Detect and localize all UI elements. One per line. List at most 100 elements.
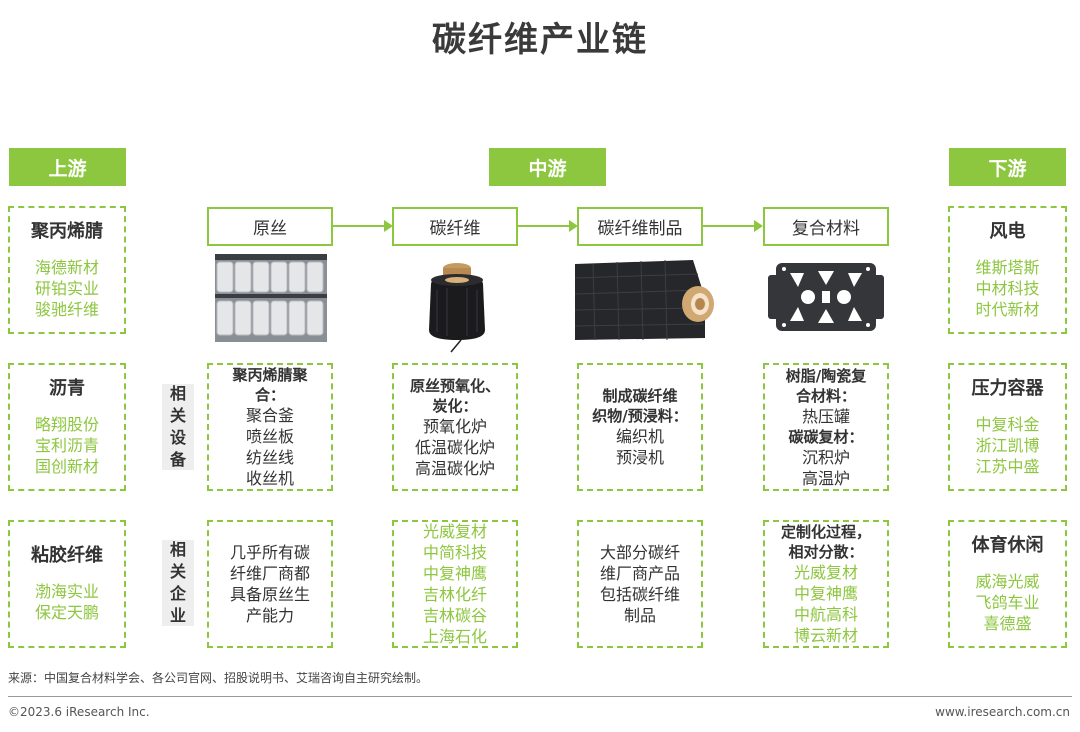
companies-heading: 相对分散： xyxy=(788,543,864,561)
row-label-char: 相 xyxy=(169,540,186,559)
equipment-item: 收丝机 xyxy=(245,469,294,488)
carbon-fiber-fabric-image xyxy=(573,258,718,342)
downstream-company: 维斯塔斯 xyxy=(975,257,1040,277)
footer-divider xyxy=(8,696,1072,697)
upstream-box-pan: 聚丙烯腈 海德新材 研铂实业 骏驰纤维 xyxy=(8,206,126,334)
companies-box-products: 大部分碳纤 维厂商产品 包括碳纤维 制品 xyxy=(577,520,703,648)
upstream-company: 研铂实业 xyxy=(34,278,99,298)
copyright: ©2023.6 iResearch Inc. xyxy=(8,705,150,719)
row-label-char: 关 xyxy=(169,406,186,425)
upstream-box-viscose: 粘胶纤维 渤海实业 保定天鹏 xyxy=(8,520,126,648)
company-name: 中复神鹰 xyxy=(793,584,858,603)
company-name: 中复神鹰 xyxy=(422,564,487,583)
companies-box-carbon-fiber: 光威复材 中简科技 中复神鹰 吉林化纤 吉林碳谷 上海石化 xyxy=(392,520,518,648)
flow-arrow xyxy=(518,220,578,232)
process-yuansi: 原丝 xyxy=(207,207,333,246)
process-composites: 复合材料 xyxy=(763,207,889,246)
downstream-box-wind: 风电 维斯塔斯 中材科技 时代新材 xyxy=(948,206,1067,334)
equipment-item: 高温炉 xyxy=(801,468,850,488)
companies-heading: 定制化过程， xyxy=(780,523,871,541)
downstream-name: 压力容器 xyxy=(971,377,1044,399)
companies-text: 几乎所有碳 xyxy=(229,543,310,562)
equipment-box-composites: 树脂/陶瓷复 合材料： 热压罐 碳碳复材： 沉积炉 高温炉 xyxy=(763,363,889,491)
downstream-company: 时代新材 xyxy=(975,299,1040,319)
stage-midstream: 中游 xyxy=(489,148,606,186)
companies-box-composites: 定制化过程， 相对分散： 光威复材 中复神鹰 中航高科 博云新材 xyxy=(763,520,889,648)
row-label-char: 设 xyxy=(169,428,186,447)
stage-downstream: 下游 xyxy=(949,148,1066,186)
company-name: 中航高科 xyxy=(793,605,858,624)
equipment-box-carbon-fiber: 原丝预氧化、 炭化： 预氧化炉 低温碳化炉 高温碳化炉 xyxy=(392,363,518,491)
companies-text: 大部分碳纤 xyxy=(599,543,680,562)
equipment-item: 纺丝线 xyxy=(245,448,294,467)
equipment-heading: 合： xyxy=(254,386,285,404)
downstream-company: 浙江凯博 xyxy=(975,435,1040,455)
companies-text: 包括碳纤维 xyxy=(599,585,680,604)
page-title: 碳纤维产业链 xyxy=(432,20,648,60)
equipment-heading: 原丝预氧化、 xyxy=(409,376,500,395)
downstream-box-sports: 体育休闲 威海光威 飞鸽车业 喜德盛 xyxy=(948,520,1067,648)
equipment-item: 编织机 xyxy=(615,427,664,446)
upstream-company: 宝利沥青 xyxy=(34,435,99,455)
equipment-item: 预氧化炉 xyxy=(422,416,487,436)
source-footnote: 来源：中国复合材料学会、各公司官网、招股说明书、艾瑞咨询自主研究绘制。 xyxy=(8,671,429,685)
company-name: 吉林化纤 xyxy=(422,585,487,604)
downstream-box-pressure: 压力容器 中复科金 浙江凯博 江苏中盛 xyxy=(948,363,1067,491)
process-carbon-fiber-products: 碳纤维制品 xyxy=(577,207,703,246)
precursor-spools-image xyxy=(215,254,327,342)
upstream-company: 海德新材 xyxy=(34,257,99,277)
row-label-char: 相 xyxy=(169,384,186,403)
company-name: 中简科技 xyxy=(422,543,487,562)
company-name: 吉林碳谷 xyxy=(422,606,487,625)
upstream-company: 保定天鹏 xyxy=(34,603,99,622)
equipment-item: 沉积炉 xyxy=(801,447,850,467)
upstream-name: 沥青 xyxy=(49,377,85,399)
upstream-name: 粘胶纤维 xyxy=(31,545,103,566)
equipment-heading: 织物/预浸料： xyxy=(592,407,688,425)
carbon-fiber-spool-image xyxy=(429,263,485,353)
upstream-box-pitch: 沥青 略翔股份 宝利沥青 国创新材 xyxy=(8,363,126,491)
equipment-box-products: 制成碳纤维 织物/预浸料： 编织机 预浸机 xyxy=(577,363,703,491)
website-link[interactable]: www.iresearch.com.cn xyxy=(935,705,1070,719)
equipment-heading: 炭化： xyxy=(432,396,478,415)
downstream-company: 江苏中盛 xyxy=(975,456,1040,476)
row-label-char: 关 xyxy=(169,562,186,581)
equipment-item: 高温碳化炉 xyxy=(414,458,495,478)
equipment-item: 热压罐 xyxy=(801,406,850,426)
composite-part-image xyxy=(768,263,884,331)
flow-arrow xyxy=(333,220,393,232)
downstream-company: 喜德盛 xyxy=(983,613,1032,633)
equipment-heading: 制成碳纤维 xyxy=(602,387,678,405)
row-label-char: 业 xyxy=(169,606,186,625)
company-name: 博云新材 xyxy=(793,626,858,645)
upstream-company: 国创新材 xyxy=(34,456,99,476)
companies-text: 产能力 xyxy=(245,606,294,625)
equipment-item: 聚合釜 xyxy=(245,406,294,425)
downstream-company: 威海光威 xyxy=(975,571,1040,591)
companies-text: 纤维厂商都 xyxy=(229,564,310,583)
stage-upstream: 上游 xyxy=(9,148,126,186)
companies-text: 具备原丝生 xyxy=(229,585,310,604)
upstream-company: 骏驰纤维 xyxy=(34,299,99,319)
equipment-box-yuansi: 聚丙烯腈聚 合： 聚合釜 喷丝板 纺丝线 收丝机 xyxy=(207,363,333,491)
companies-text: 维厂商产品 xyxy=(599,564,680,583)
upstream-company: 略翔股份 xyxy=(34,414,99,434)
companies-box-yuansi: 几乎所有碳 纤维厂商都 具备原丝生 产能力 xyxy=(207,520,333,648)
equipment-heading: 树脂/陶瓷复 xyxy=(785,366,867,385)
equipment-item: 预浸机 xyxy=(615,448,664,467)
equipment-item: 低温碳化炉 xyxy=(414,437,495,457)
downstream-company: 中材科技 xyxy=(975,278,1040,298)
company-name: 上海石化 xyxy=(422,627,487,646)
upstream-company: 渤海实业 xyxy=(34,582,99,601)
companies-text: 制品 xyxy=(623,606,656,625)
equipment-heading: 聚丙烯腈聚 xyxy=(232,366,308,384)
downstream-name: 体育休闲 xyxy=(971,534,1044,556)
row-label-equipment: 相 关 设 备 xyxy=(162,384,194,470)
downstream-company: 飞鸽车业 xyxy=(975,592,1040,612)
company-name: 光威复材 xyxy=(422,522,487,541)
process-carbon-fiber: 碳纤维 xyxy=(392,207,518,246)
company-name: 光威复材 xyxy=(793,563,858,582)
upstream-name: 聚丙烯腈 xyxy=(31,220,103,242)
equipment-item: 喷丝板 xyxy=(245,427,294,446)
downstream-company: 中复科金 xyxy=(975,414,1040,434)
